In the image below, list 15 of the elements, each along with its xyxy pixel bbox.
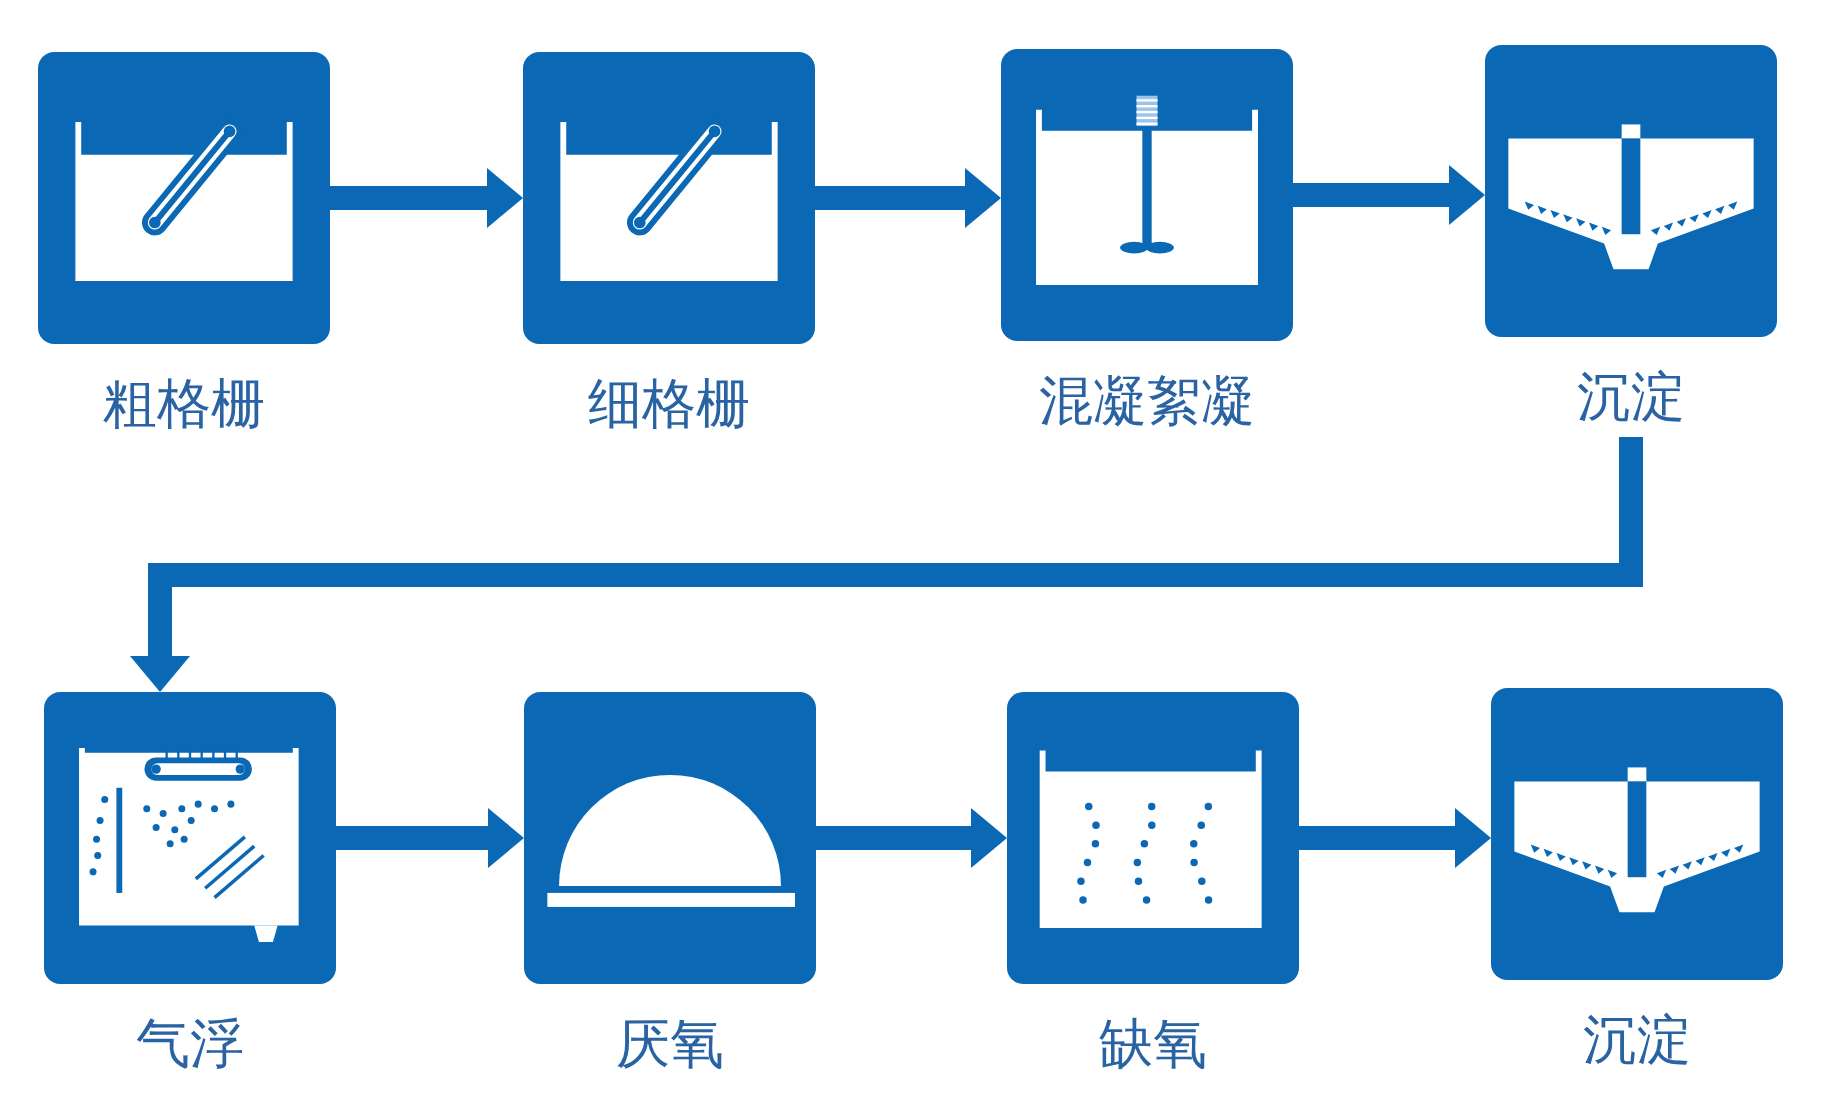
arrow (815, 168, 1001, 228)
process-label: 沉淀 (1582, 1008, 1692, 1072)
process-label: 沉淀 (1576, 365, 1686, 429)
arrow (130, 437, 1643, 692)
arrow (336, 808, 524, 868)
process-label: 混凝絮凝 (1038, 369, 1256, 433)
arrow (1299, 808, 1491, 868)
process-label: 缺氧 (1098, 1012, 1208, 1076)
process-label: 细格栅 (587, 372, 751, 436)
process-label: 气浮 (135, 1012, 245, 1076)
process-label: 厌氧 (615, 1012, 725, 1076)
process-label: 粗格栅 (102, 372, 266, 436)
arrow (816, 808, 1007, 868)
arrow (330, 168, 523, 228)
arrow (1293, 165, 1485, 225)
